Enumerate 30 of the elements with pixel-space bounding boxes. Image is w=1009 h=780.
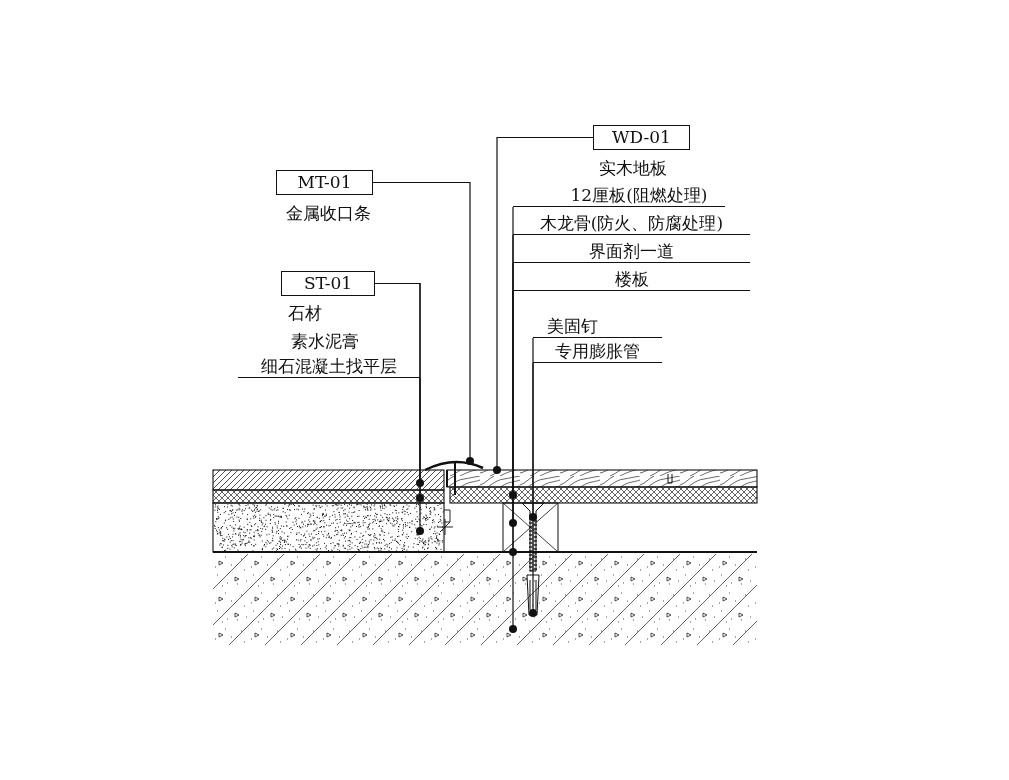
leader-line	[493, 136, 594, 474]
leader-line	[509, 262, 517, 556]
screed-layer	[212, 502, 445, 553]
leader-line	[509, 206, 517, 499]
layer-label: 界面剂一道	[513, 240, 750, 263]
material-name: 实木地板	[599, 160, 667, 177]
layer-label: 专用膨胀管	[533, 340, 662, 363]
screw-drawing	[521, 502, 545, 572]
tag-code: ST-01	[303, 275, 353, 292]
material-name: 素水泥膏	[291, 333, 359, 350]
wood-keel	[502, 502, 559, 553]
leader-line	[509, 234, 517, 527]
layer-label: 木龙骨(防火、防腐处理)	[513, 212, 750, 235]
interface-line	[213, 551, 757, 553]
leader-line	[529, 337, 537, 521]
layer-label: 楼板	[513, 268, 750, 291]
tag-code: MT-01	[297, 174, 352, 191]
leader-line	[509, 290, 517, 633]
layer-label: 美固钉	[533, 313, 662, 338]
leader-line	[416, 377, 424, 535]
leader-line	[372, 181, 474, 465]
tag-code: WD-01	[612, 129, 671, 146]
expansion-sleeve-drawing	[526, 574, 540, 616]
plywood-layer	[449, 486, 758, 504]
layer-label: 细石混凝土找平层	[238, 355, 420, 378]
stone-layer	[212, 469, 445, 491]
leader-line	[529, 362, 537, 617]
material-name: 石材	[288, 305, 322, 322]
layer-label: 12厘板(阻燃处理)	[513, 184, 725, 207]
material-name: 金属收口条	[286, 205, 371, 222]
